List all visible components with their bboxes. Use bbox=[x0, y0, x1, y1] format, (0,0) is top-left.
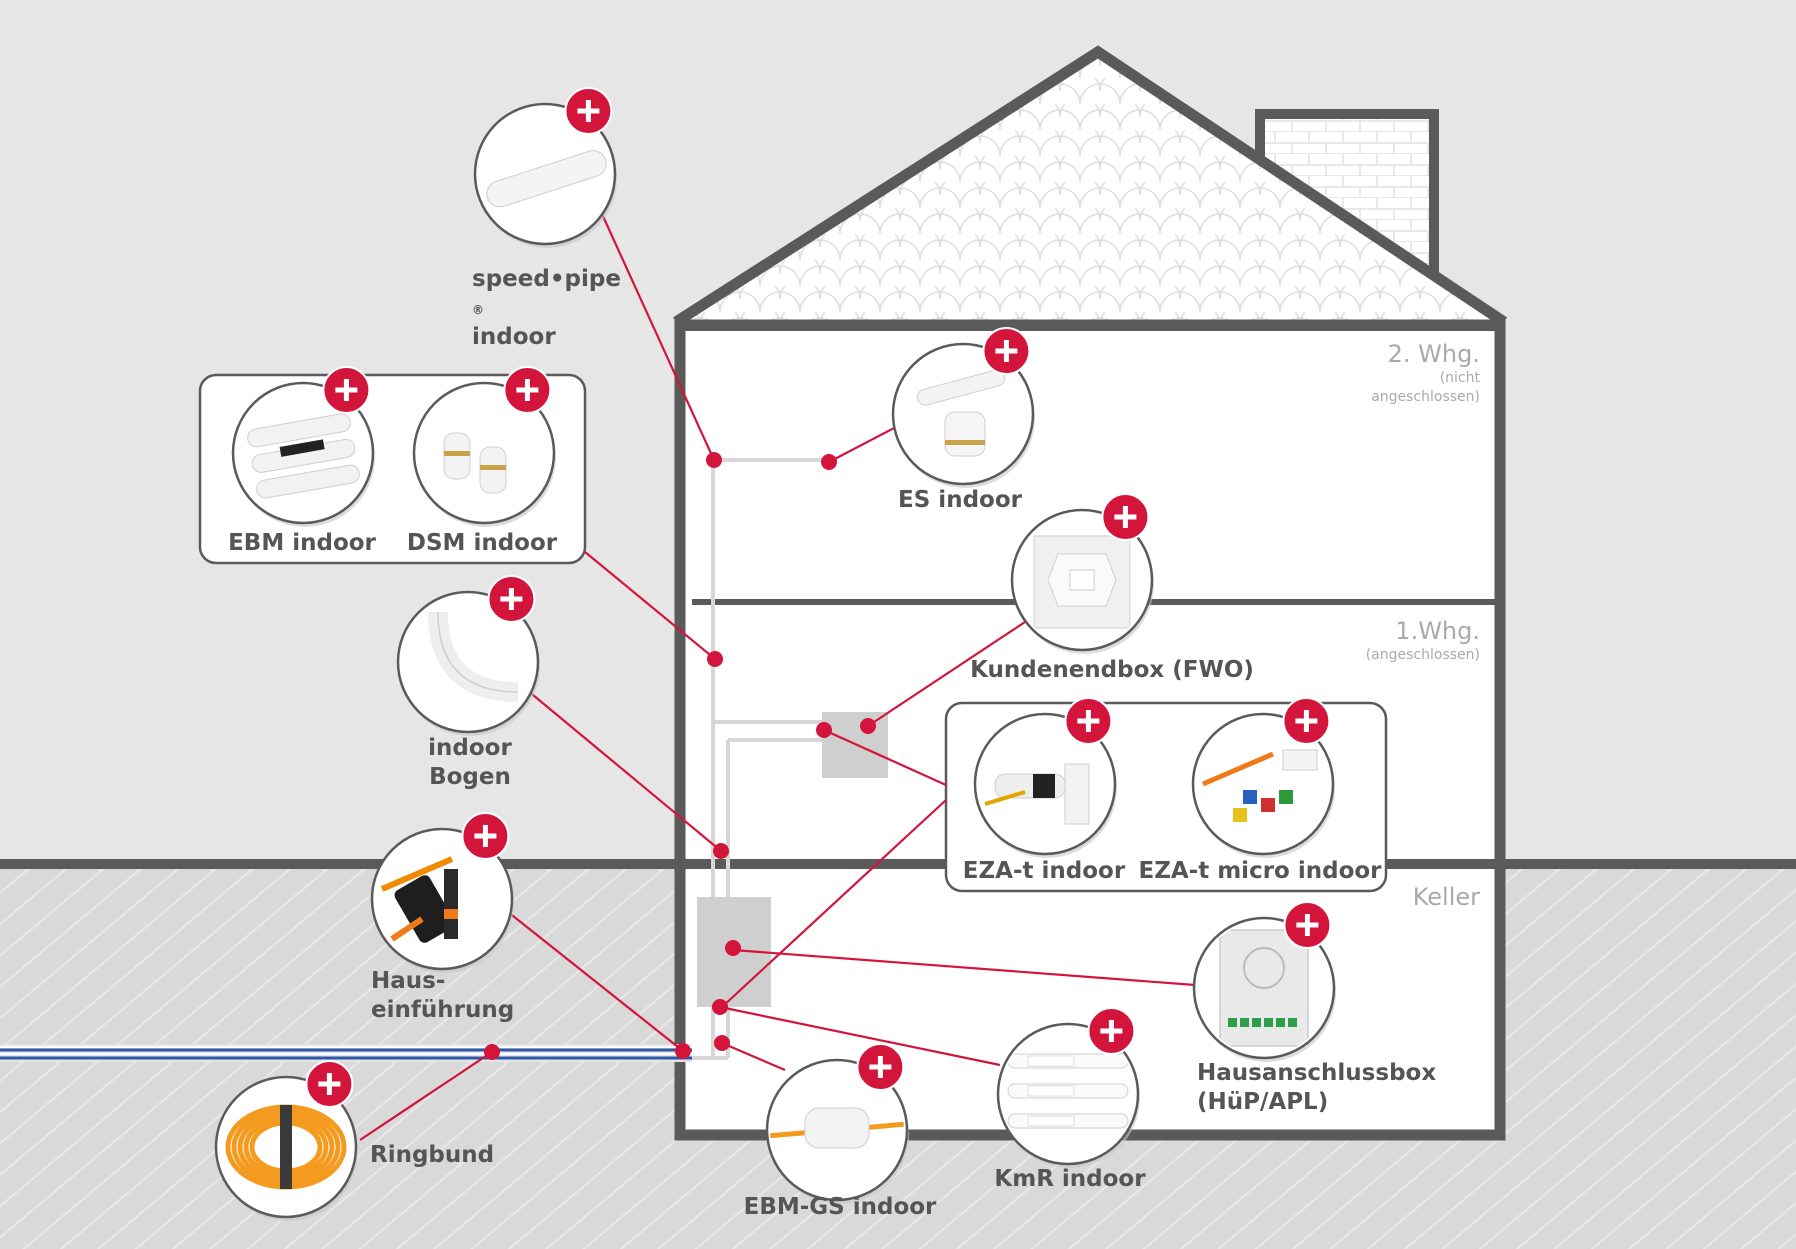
product-thumbnail-kundenendbox[interactable] bbox=[1010, 493, 1154, 654]
connector-dots bbox=[484, 452, 876, 1060]
product-image-dsm-indoor bbox=[443, 432, 507, 494]
product-thumbnail-kmr-indoor[interactable] bbox=[996, 1007, 1140, 1168]
plus-icon[interactable] bbox=[1087, 1007, 1136, 1055]
label-eza-t-micro-indoor[interactable]: EZA-t micro indoor bbox=[1138, 858, 1382, 884]
product-image-hauseinfuehrung bbox=[380, 856, 458, 943]
product-thumbnail-speedpipe-indoor[interactable] bbox=[473, 87, 617, 248]
floor-label-1-whg: 1.Whg. (angeschlossen) bbox=[1365, 617, 1480, 663]
product-image-eza-t-indoor bbox=[984, 763, 1090, 825]
label-hauseinfuehrung[interactable]: Haus-einführung bbox=[371, 968, 515, 1023]
plus-icon[interactable] bbox=[856, 1043, 905, 1091]
plus-icon[interactable] bbox=[1064, 697, 1113, 745]
product-image-hausanschlussbox bbox=[1219, 929, 1309, 1047]
product-thumbnail-indoor-bogen[interactable] bbox=[396, 575, 540, 736]
label-ringbund[interactable]: Ringbund bbox=[370, 1142, 495, 1168]
incoming-fiber-cable bbox=[0, 1044, 692, 1062]
label-es-indoor[interactable]: ES indoor bbox=[898, 487, 1022, 513]
roof bbox=[681, 52, 1499, 320]
product-thumbnail-ebm-indoor[interactable] bbox=[231, 366, 375, 527]
plus-icon[interactable] bbox=[1282, 697, 1331, 745]
plus-icon[interactable] bbox=[982, 327, 1031, 375]
product-image-indoor-bogen bbox=[428, 611, 519, 702]
product-image-ringbund bbox=[225, 1104, 347, 1190]
label-dsm-indoor[interactable]: DSM indoor bbox=[406, 530, 558, 556]
plus-icon[interactable] bbox=[1101, 493, 1150, 541]
plus-icon[interactable] bbox=[1283, 901, 1332, 949]
product-thumbnail-ringbund[interactable] bbox=[214, 1060, 358, 1221]
product-thumbnail-ebm-gs-indoor[interactable] bbox=[765, 1043, 909, 1204]
product-thumbnail-eza-t-micro-indoor[interactable] bbox=[1191, 697, 1335, 858]
plus-icon[interactable] bbox=[503, 366, 552, 414]
product-thumbnail-es-indoor[interactable] bbox=[891, 327, 1035, 488]
floor-label-2-whg: 2. Whg. (nicht angeschlossen) bbox=[1371, 340, 1480, 405]
product-image-kundenendbox bbox=[1033, 535, 1131, 629]
roof-outline bbox=[673, 45, 1508, 327]
plus-icon[interactable] bbox=[322, 366, 371, 414]
product-thumbnail-hauseinfuehrung[interactable] bbox=[370, 812, 514, 973]
product-image-ebm-gs-indoor bbox=[770, 1107, 904, 1149]
product-image-speedpipe-indoor bbox=[486, 150, 607, 208]
label-ebm-indoor[interactable]: EBM indoor bbox=[228, 530, 376, 556]
plus-icon[interactable] bbox=[564, 87, 613, 135]
attic-floor bbox=[680, 320, 1500, 331]
label-kundenendbox[interactable]: Kundenendbox (FWO) bbox=[970, 657, 1254, 683]
product-image-kmr-indoor bbox=[1007, 1053, 1129, 1129]
product-thumbnail-hausanschlussbox[interactable] bbox=[1192, 901, 1336, 1062]
connector-lines bbox=[359, 213, 1196, 1141]
product-thumbnails bbox=[214, 87, 1336, 1221]
floor-label-keller: Keller bbox=[1412, 883, 1480, 911]
duct-routing bbox=[692, 458, 830, 1060]
label-speedpipe-indoor[interactable]: speed•pipe® indoor bbox=[472, 266, 621, 350]
product-image-ebm-indoor bbox=[247, 413, 360, 499]
plus-icon[interactable] bbox=[305, 1060, 354, 1108]
product-thumbnail-dsm-indoor[interactable] bbox=[412, 366, 556, 527]
label-hausanschlussbox[interactable]: Hausanschlussbox(HüP/APL) bbox=[1197, 1060, 1437, 1115]
plus-icon[interactable] bbox=[487, 575, 536, 623]
product-thumbnail-eza-t-indoor[interactable] bbox=[973, 697, 1117, 858]
product-image-eza-t-micro-indoor bbox=[1202, 749, 1318, 822]
label-kmr-indoor[interactable]: KmR indoor bbox=[994, 1166, 1146, 1192]
label-ebm-gs-indoor[interactable]: EBM-GS indoor bbox=[743, 1194, 937, 1220]
label-eza-t-indoor[interactable]: EZA-t indoor bbox=[962, 858, 1126, 884]
plus-icon[interactable] bbox=[461, 812, 510, 860]
product-image-es-indoor bbox=[916, 369, 1006, 457]
